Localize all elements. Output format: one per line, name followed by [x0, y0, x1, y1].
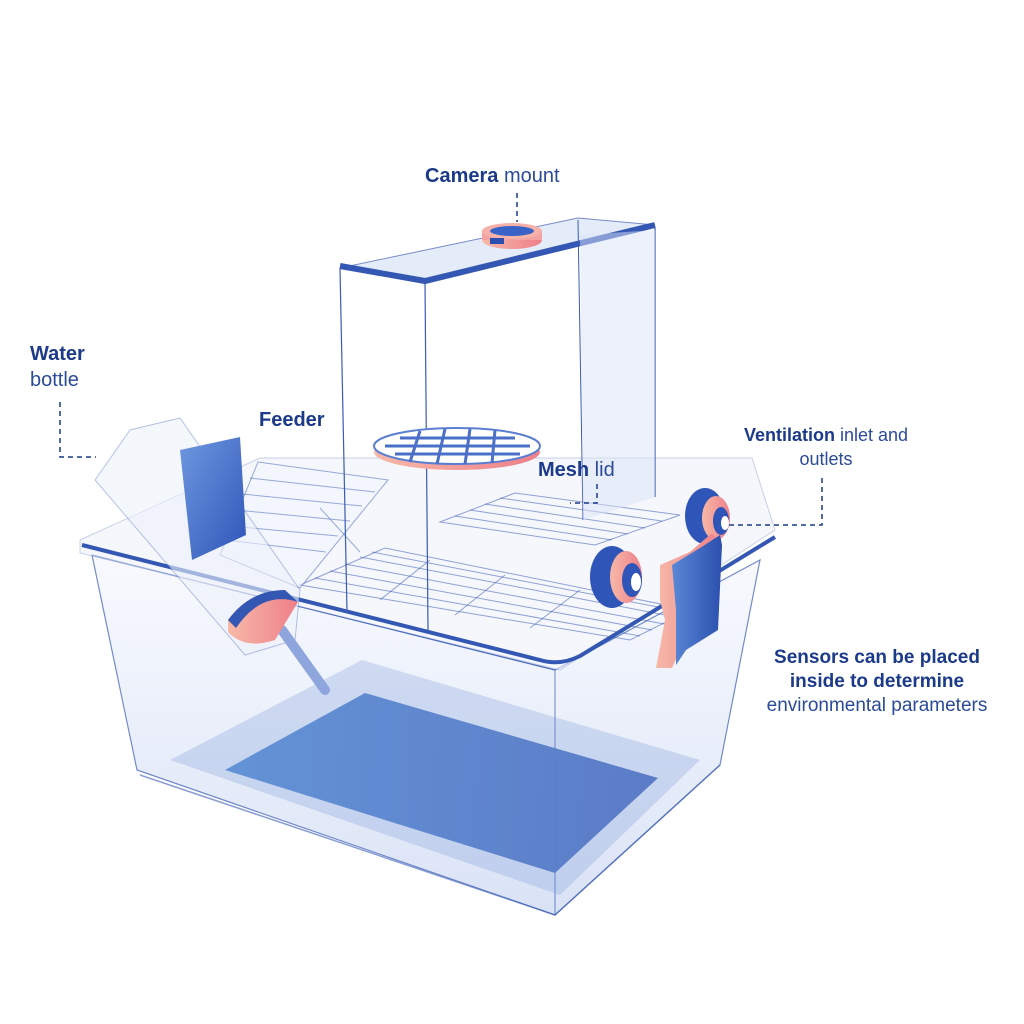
floor-bedding	[225, 693, 658, 873]
sensor-bracket	[656, 533, 722, 668]
label-mesh-rest: lid	[589, 459, 615, 481]
ventilation-unit-front	[590, 546, 642, 608]
mesh-lid-disc	[373, 427, 541, 470]
label-ventilation: Ventilation inlet and outlets	[721, 423, 931, 471]
camera-mount	[482, 223, 542, 249]
leader-water	[59, 402, 96, 458]
label-ventilation-rest: inlet and	[834, 425, 909, 445]
label-water-bottle: Water bottle	[30, 341, 85, 393]
water-bottle	[94, 417, 330, 695]
label-water-rest: bottle	[30, 369, 79, 391]
label-camera-mount: Camera mount	[425, 163, 560, 189]
label-feeder: Feeder	[259, 407, 325, 433]
camera-tower	[339, 217, 656, 631]
label-mesh-bold: Mesh	[538, 459, 590, 481]
label-sensors-line3: environmental parameters	[766, 695, 988, 716]
label-camera-rest: mount	[498, 165, 560, 187]
ventilation-unit-back	[685, 488, 730, 544]
label-sensors: Sensors can be placed inside to determin…	[742, 646, 1012, 718]
label-camera-bold: Camera	[425, 165, 499, 187]
label-sensors-line2: inside to determine	[789, 671, 965, 692]
label-feeder-bold: Feeder	[259, 409, 325, 431]
leader-lines	[59, 193, 823, 526]
mesh-grid	[298, 492, 692, 641]
label-water-bold: Water	[30, 343, 85, 365]
leader-mesh	[570, 484, 598, 504]
label-sensors-line1: Sensors can be placed	[774, 647, 980, 668]
label-ventilation-rest2: outlets	[799, 449, 853, 469]
leader-ventilation	[728, 478, 823, 526]
label-ventilation-bold: Ventilation	[743, 425, 835, 445]
label-mesh-lid: Mesh lid	[538, 457, 615, 483]
